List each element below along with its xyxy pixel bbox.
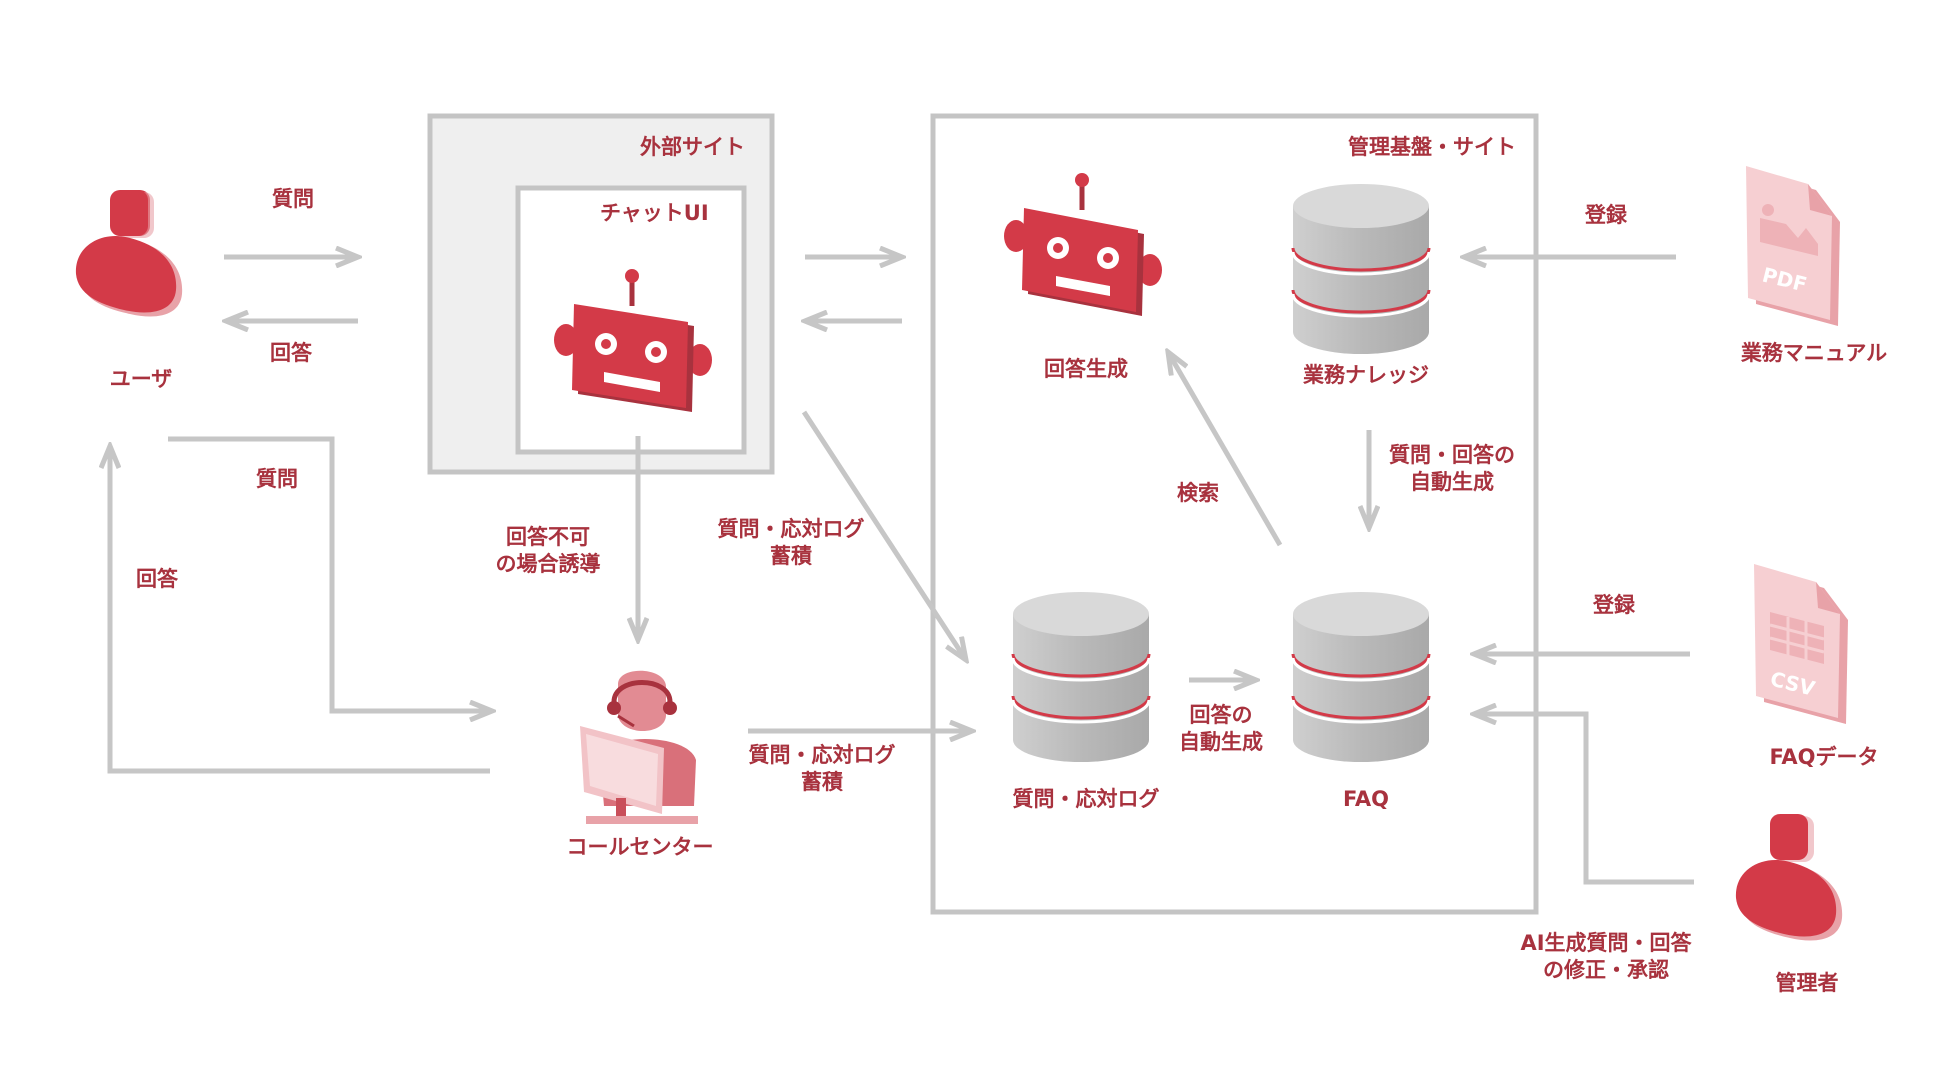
external-site-title: 外部サイト: [640, 135, 745, 159]
arrow-callcenter-to-user: [110, 446, 490, 774]
faq-data-label: FAQデータ: [1769, 745, 1879, 769]
arrow-admin-review: [1474, 714, 1694, 885]
edge-label-escalation: 回答不可の場合誘導: [495, 525, 601, 576]
csv-file-icon: CSV: [1754, 564, 1848, 724]
arrow-chat-log: [801, 410, 966, 660]
edge-label-user-question-cc: 質問: [256, 467, 298, 491]
database-icon: [1291, 592, 1431, 762]
robot-icon: [554, 269, 712, 412]
answer-gen-label: 回答生成: [1044, 357, 1128, 381]
call-center-label: コールセンター: [566, 835, 714, 859]
database-icon: [1291, 184, 1431, 354]
edge-label-admin-review: AI生成質問・回答の修正・承認: [1520, 931, 1692, 982]
admin-label: 管理者: [1775, 971, 1839, 995]
person-icon: [1735, 814, 1843, 941]
edge-label-user-question: 質問: [272, 187, 314, 211]
pdf-file-icon: PDF: [1746, 166, 1840, 326]
edge-label-auto-answer: 回答の自動生成: [1179, 703, 1263, 754]
edge-label-auto-qa: 質問・回答の自動生成: [1389, 443, 1515, 494]
arrow-faq-search: [1168, 352, 1283, 547]
edge-label-search: 検索: [1177, 481, 1219, 505]
robot-icon: [1004, 173, 1162, 316]
user-label: ユーザ: [109, 367, 173, 391]
edge-label-callcenter-log: 質問・応対ログ蓄積: [748, 743, 896, 794]
platform-frame: [930, 113, 1539, 915]
edge-label-user-answer-cc: 回答: [136, 567, 178, 591]
operator-icon: [580, 670, 698, 824]
faq-label: FAQ: [1342, 787, 1390, 811]
chat-ui-title: チャットUI: [600, 201, 709, 225]
edge-label-user-answer: 回答: [270, 341, 312, 365]
edge-label-register-manual: 登録: [1585, 203, 1627, 227]
manual-label: 業務マニュアル: [1740, 341, 1888, 365]
platform-title: 管理基盤・サイト: [1348, 135, 1516, 159]
knowledge-label: 業務ナレッジ: [1303, 363, 1429, 387]
database-icon: [1011, 592, 1151, 762]
edge-label-chat-log: 質問・応対ログ蓄積: [717, 517, 865, 568]
edge-label-register-faq: 登録: [1593, 593, 1635, 617]
person-icon: [75, 190, 183, 317]
arrow-user-to-callcenter: [168, 436, 492, 711]
log-label: 質問・応対ログ: [1012, 787, 1160, 811]
